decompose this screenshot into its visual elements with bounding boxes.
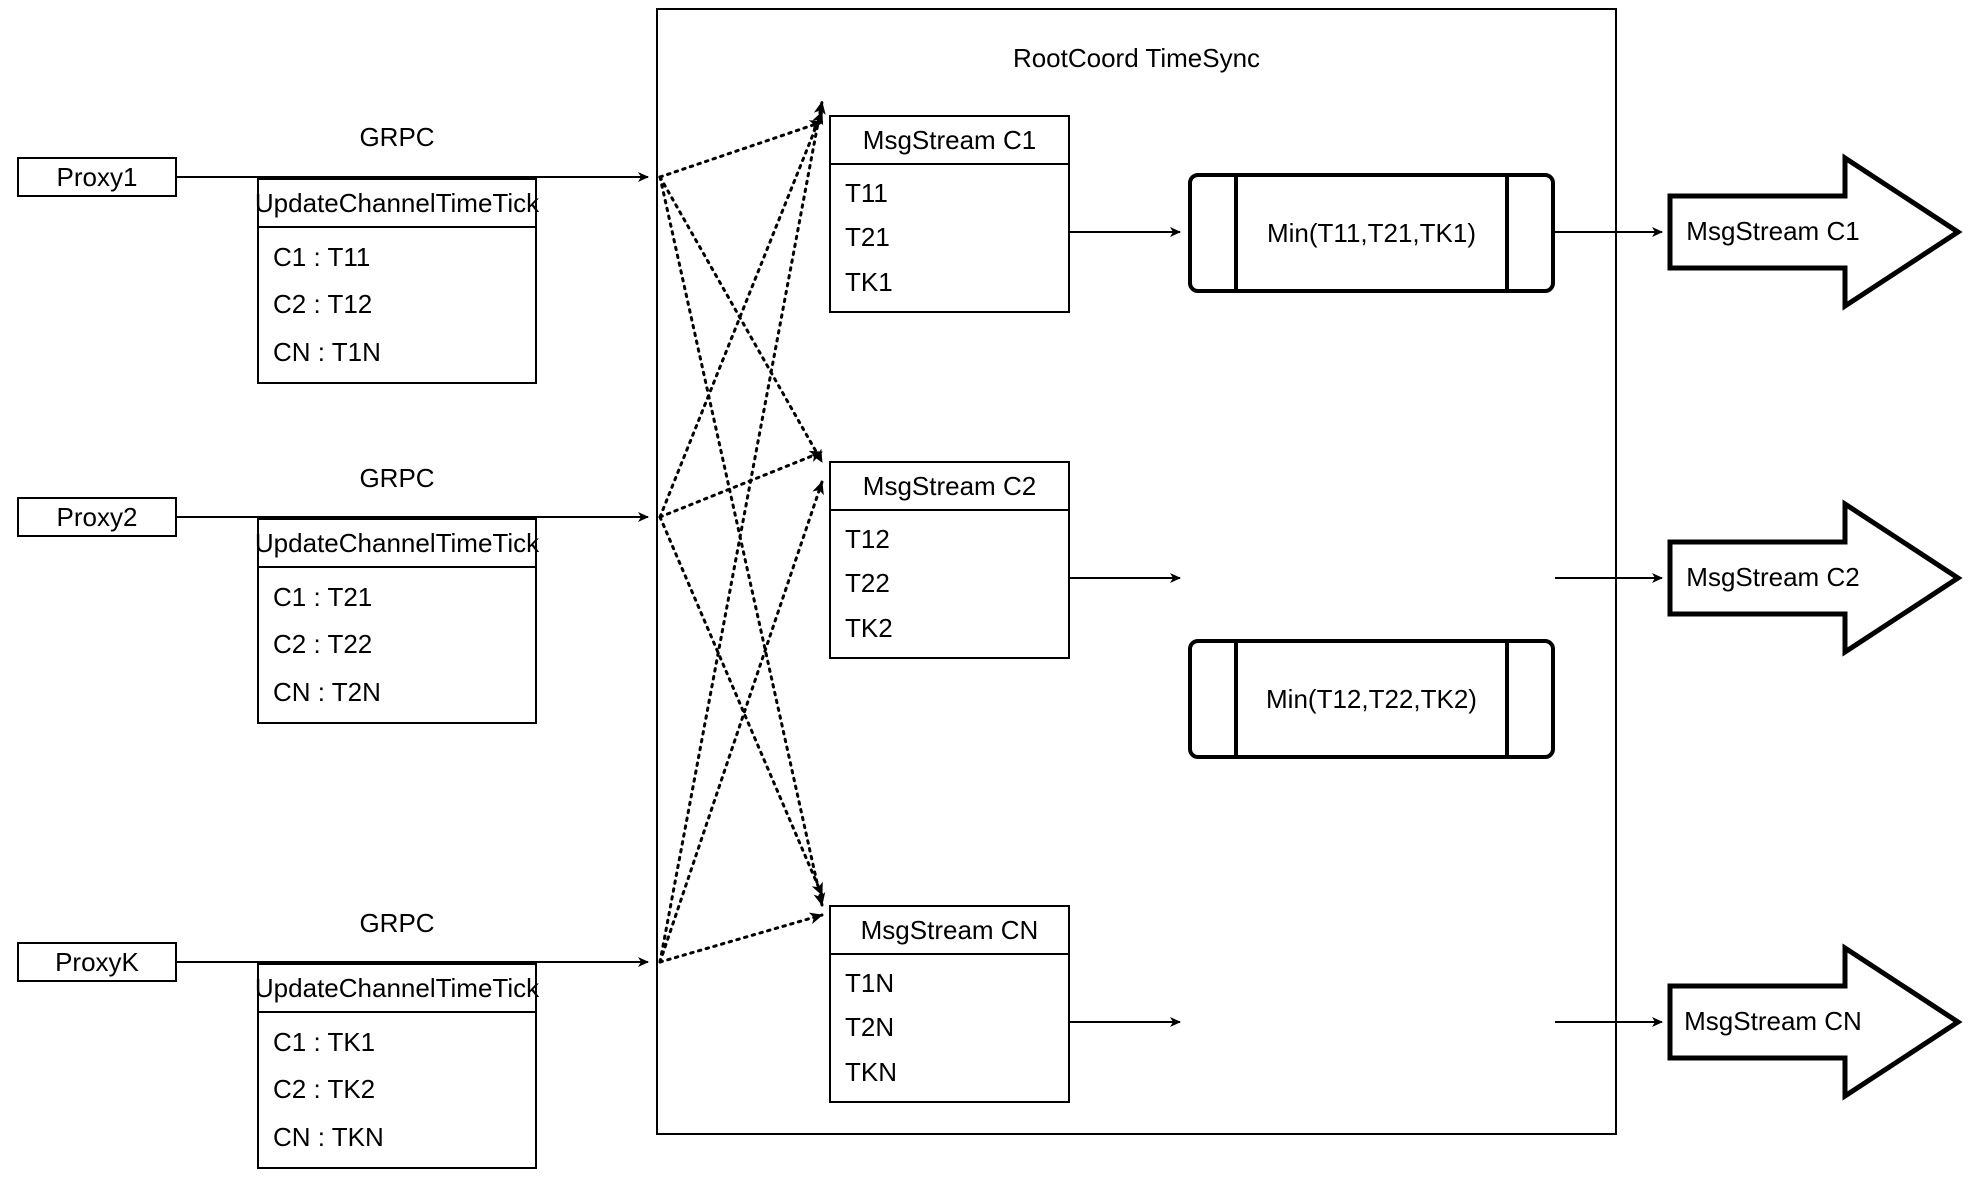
rpc-rows-k: C1 : TK1 C2 : TK2 CN : TKN: [259, 1013, 535, 1167]
rpc-title-1: UpdateChannelTimeTick: [255, 180, 539, 228]
msgstream-buffer-title-c2: MsgStream C2: [831, 463, 1068, 511]
rpc-rows-1: C1 : T11 C2 : T12 CN : T1N: [259, 228, 535, 382]
min-to-output-links: [1555, 227, 1663, 1027]
rpc-title-k: UpdateChannelTimeTick: [255, 965, 539, 1013]
grpc-label-proxy1: GRPC: [359, 122, 435, 152]
msgstream-buffer-title-c1: MsgStream C1: [831, 117, 1068, 165]
proxy-box-2[interactable]: Proxy2: [17, 497, 177, 537]
timetick-row: T1N: [845, 967, 895, 998]
timetick-row: T21: [845, 222, 890, 253]
process-bar-right: [1505, 643, 1509, 755]
grpc-label-proxyk: GRPC: [359, 908, 435, 938]
msgstream-buffer-rows-c2: T12 T22 TK2: [831, 511, 1068, 657]
msgstream-buffer-cn: MsgStream CN T1N T2N TKN: [829, 905, 1070, 1103]
msgstream-buffer-rows-cn: T1N T2N TKN: [831, 955, 1068, 1101]
rpc-row: CN : TKN: [273, 1121, 384, 1152]
proxy-label-2: Proxy2: [56, 502, 138, 532]
output-msgstream-label-cn: MsgStream CN: [1684, 1006, 1862, 1036]
rpc-rows-2: C1 : T21 C2 : T22 CN : T2N: [259, 568, 535, 722]
proxy-label-k: ProxyK: [55, 947, 139, 977]
min-label-c2: Min(T12,T22,TK2): [1266, 683, 1477, 714]
msgstream-buffer-title-cn: MsgStream CN: [831, 907, 1068, 955]
stream-to-min-links: [1070, 227, 1181, 1027]
rpc-row: CN : T1N: [273, 336, 381, 367]
rpc-row: C1 : TK1: [273, 1027, 376, 1058]
min-process-c1: Min(T11,T21,TK1): [1188, 173, 1555, 293]
update-channel-timetick-box-2: UpdateChannelTimeTick C1 : T21 C2 : T22 …: [255, 518, 539, 724]
proxy-label-1: Proxy1: [56, 162, 138, 192]
timetick-row: T22: [845, 568, 890, 599]
timetick-row: TK2: [845, 613, 893, 644]
rpc-row: C1 : T21: [273, 582, 373, 613]
rootcoord-timesync-container: [656, 8, 1617, 1135]
process-bar-left: [1234, 177, 1238, 289]
timetick-row: T12: [845, 523, 890, 554]
rpc-title-2: UpdateChannelTimeTick: [255, 520, 539, 568]
proxy-box-k[interactable]: ProxyK: [17, 942, 177, 982]
min-process-c2: Min(T12,T22,TK2): [1188, 639, 1555, 759]
timetick-fanout-dotted: [658, 100, 826, 964]
timetick-row: T2N: [845, 1012, 895, 1043]
rpc-row: C2 : T22: [273, 629, 373, 660]
msgstream-buffer-c1: MsgStream C1 T11 T21 TK1: [829, 115, 1070, 313]
timetick-row: T11: [845, 177, 888, 208]
msgstream-buffer-rows-c1: T11 T21 TK1: [831, 165, 1068, 311]
output-msgstream-label-c2: MsgStream C2: [1686, 562, 1860, 592]
rpc-row: C2 : T12: [273, 289, 373, 320]
timetick-row: TKN: [845, 1057, 897, 1088]
timetick-row: TK1: [845, 267, 893, 298]
update-channel-timetick-box-k: UpdateChannelTimeTick C1 : TK1 C2 : TK2 …: [255, 963, 539, 1169]
process-bar-left: [1234, 643, 1238, 755]
process-bar-right: [1505, 177, 1509, 289]
rpc-row: C2 : TK2: [273, 1074, 376, 1105]
output-block-arrows: [1667, 153, 1963, 1101]
grpc-label-proxy2: GRPC: [359, 463, 435, 493]
msgstream-buffer-c2: MsgStream C2 T12 T22 TK2: [829, 461, 1070, 659]
rpc-row: CN : T2N: [273, 676, 381, 707]
output-msgstream-label-c1: MsgStream C1: [1686, 216, 1860, 246]
rpc-row: C1 : T11: [273, 242, 371, 273]
rootcoord-timesync-title: RootCoord TimeSync: [1012, 43, 1261, 73]
min-label-c1: Min(T11,T21,TK1): [1266, 217, 1476, 248]
proxy-box-1[interactable]: Proxy1: [17, 157, 177, 197]
update-channel-timetick-box-1: UpdateChannelTimeTick C1 : T11 C2 : T12 …: [255, 178, 539, 384]
